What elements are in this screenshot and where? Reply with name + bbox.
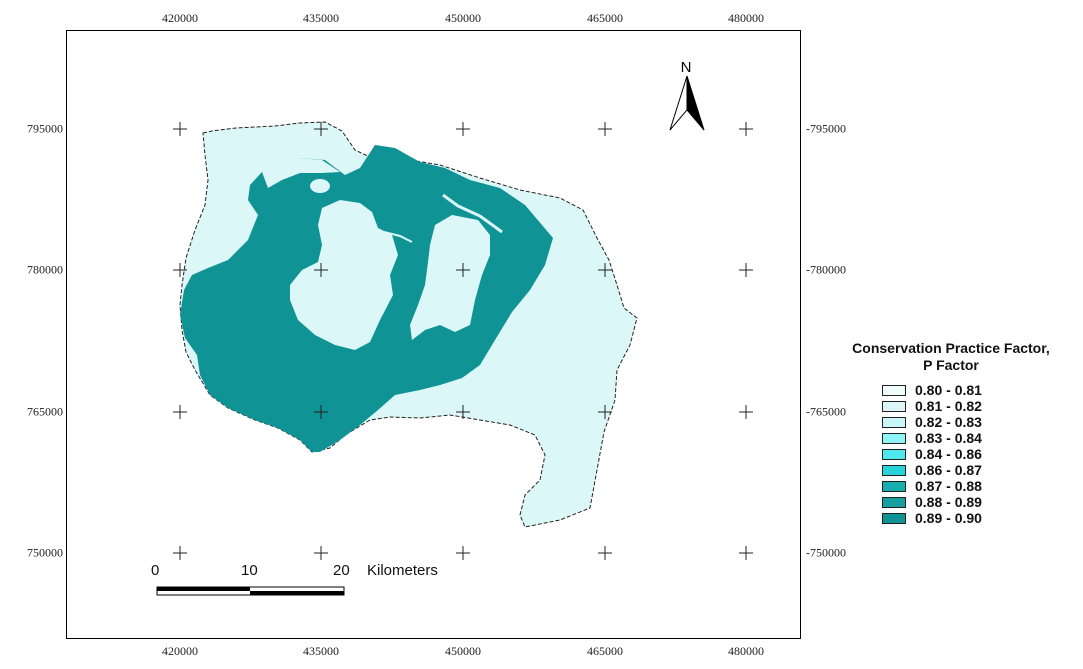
legend-item: 0.87 - 0.88 xyxy=(882,478,1076,494)
legend-title-line: P Factor xyxy=(923,357,979,373)
legend-label: 0.83 - 0.84 xyxy=(915,430,982,446)
left-tick-label: 795000 xyxy=(27,121,63,136)
light-stream xyxy=(383,231,413,243)
scale-label: 20 xyxy=(333,562,350,579)
legend: Conservation Practice Factor, P Factor 0… xyxy=(826,340,1076,526)
scale-unit: Kilometers xyxy=(367,562,438,579)
graticule-crosses xyxy=(173,122,753,560)
light-channel xyxy=(262,158,340,188)
top-tick-label: 435000 xyxy=(303,11,339,25)
legend-swatch xyxy=(882,496,906,508)
legend-label: 0.82 - 0.83 xyxy=(915,414,982,430)
legend-label: 0.86 - 0.87 xyxy=(915,462,982,478)
legend-item: 0.84 - 0.86 xyxy=(882,446,1076,462)
bottom-tick-label: 435000 xyxy=(303,644,339,658)
legend-swatch xyxy=(882,432,906,444)
light-island xyxy=(290,200,398,350)
legend-label: 0.88 - 0.89 xyxy=(915,494,982,510)
top-tick-label: 450000 xyxy=(445,11,481,25)
scale-label: 0 xyxy=(151,562,160,579)
legend-item: 0.80 - 0.81 xyxy=(882,382,1076,398)
legend-label: 0.84 - 0.86 xyxy=(915,446,982,462)
top-tick-label: 420000 xyxy=(162,11,198,25)
legend-item: 0.88 - 0.89 xyxy=(882,494,1076,510)
legend-label: 0.81 - 0.82 xyxy=(915,398,982,414)
legend-item: 0.83 - 0.84 xyxy=(882,430,1076,446)
bottom-tick-label: 450000 xyxy=(445,644,481,658)
legend-title-line: Conservation Practice Factor, xyxy=(852,340,1050,356)
legend-swatch xyxy=(882,464,906,476)
right-tick-label: -795000 xyxy=(806,121,846,136)
legend-swatch xyxy=(882,400,906,412)
left-tick-label: 750000 xyxy=(27,545,63,560)
legend-items: 0.80 - 0.81 0.81 - 0.82 0.82 - 0.83 0.83… xyxy=(882,382,1076,526)
right-tick-label: -750000 xyxy=(806,545,846,560)
light-island xyxy=(410,215,490,340)
north-label: N xyxy=(681,59,692,76)
left-tick-label: 780000 xyxy=(27,262,63,277)
legend-label: 0.89 - 0.90 xyxy=(915,510,982,526)
light-pond xyxy=(310,179,330,193)
top-tick-label: 465000 xyxy=(587,11,623,25)
left-tick-label: 765000 xyxy=(27,404,63,419)
legend-swatch xyxy=(882,448,906,460)
scale-label: 10 xyxy=(241,562,258,579)
legend-item: 0.81 - 0.82 xyxy=(882,398,1076,414)
legend-item: 0.82 - 0.83 xyxy=(882,414,1076,430)
top-tick-label: 480000 xyxy=(728,11,764,25)
legend-item: 0.86 - 0.87 xyxy=(882,462,1076,478)
legend-swatch xyxy=(882,384,906,396)
legend-swatch xyxy=(882,512,906,524)
light-stream xyxy=(442,193,503,234)
right-tick-label: -780000 xyxy=(806,262,846,277)
right-tick-label: -765000 xyxy=(806,404,846,419)
legend-label: 0.80 - 0.81 xyxy=(915,382,982,398)
north-arrow-icon: N xyxy=(669,59,705,131)
scale-bar xyxy=(156,586,345,596)
legend-swatch xyxy=(882,480,906,492)
legend-title: Conservation Practice Factor, P Factor xyxy=(826,340,1076,374)
bottom-tick-label: 420000 xyxy=(162,644,198,658)
legend-item: 0.89 - 0.90 xyxy=(882,510,1076,526)
legend-label: 0.87 - 0.88 xyxy=(915,478,982,494)
legend-swatch xyxy=(882,416,906,428)
bottom-tick-label: 480000 xyxy=(728,644,764,658)
bottom-tick-label: 465000 xyxy=(587,644,623,658)
